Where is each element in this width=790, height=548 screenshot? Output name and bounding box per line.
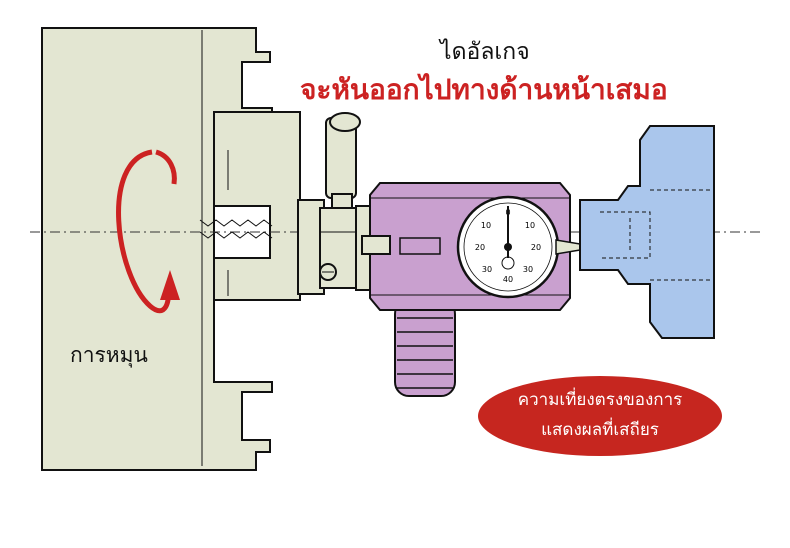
dial-number: 20 <box>531 243 541 252</box>
dial-number: 20 <box>475 243 485 252</box>
dial-number: 10 <box>481 221 491 230</box>
dial-number: 10 <box>525 221 535 230</box>
chuck-jaw <box>199 111 301 301</box>
dial-number: 30 <box>482 265 492 274</box>
dial-number: 30 <box>523 265 533 274</box>
stability-badge-bg <box>478 376 722 456</box>
rotation-arrow-icon <box>116 149 180 314</box>
threaded-stem <box>394 299 456 397</box>
badge-line-2: แสดงผลที่เสถียร <box>541 420 659 440</box>
dial-face: 0 10 20 30 40 30 20 10 <box>456 195 560 299</box>
stability-badge: ความเที่ยงตรงของการ แสดงผลที่เสถียร <box>480 378 720 456</box>
workpiece <box>579 125 715 339</box>
lathe-chuck <box>41 27 273 471</box>
clamp-lever <box>325 112 361 209</box>
dial-number: 40 <box>503 275 513 284</box>
badge-line-1: ความเที่ยงตรงของการ <box>517 390 683 410</box>
rotation-label: การหมุน <box>70 343 148 367</box>
indicator-title: ไดอัลเกจ <box>440 39 530 65</box>
indicator-subtitle: จะหันออกไปทางด้านหน้าเสมอ <box>300 73 668 106</box>
